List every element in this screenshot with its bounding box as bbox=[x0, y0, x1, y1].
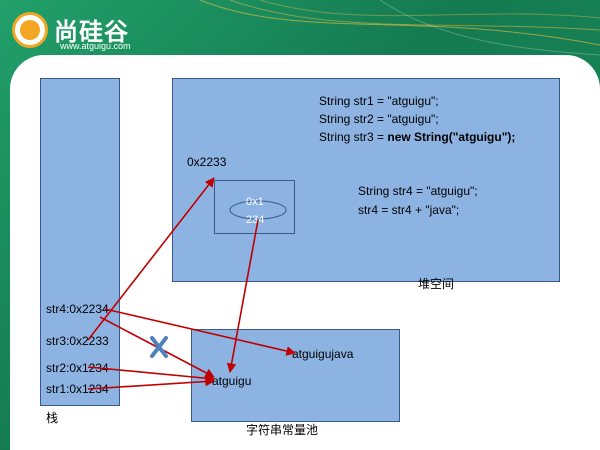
stack-box bbox=[40, 78, 120, 406]
stack-entry-str2: str2:0x1234 bbox=[46, 361, 109, 375]
arrow-str4-to-atguigujava bbox=[104, 308, 296, 356]
heap-code-line-3: String str3 = new String("atguigu"); bbox=[319, 130, 515, 144]
string-pool-caption: 字符串常量池 bbox=[246, 423, 319, 437]
heap-code-line-4: String str4 = "atguigu"; bbox=[358, 184, 478, 198]
stack-entry-str4: str4:0x2234 bbox=[46, 302, 109, 316]
stack-entry-str1: str1:0x1234 bbox=[46, 382, 109, 396]
heap-code-line-5: str4 = str4 + "java"; bbox=[358, 203, 460, 217]
brand-logo[interactable]: 尚硅谷 www.atguigu.com bbox=[12, 10, 162, 51]
logo-name: 尚硅谷 bbox=[54, 18, 129, 46]
heap-object-line-2: 234 bbox=[246, 214, 265, 226]
heap-object-line-1: 0x1 bbox=[246, 196, 264, 208]
arrow-str2-to-atguigu bbox=[87, 366, 215, 383]
pool-item-atguigu: atguigu bbox=[212, 374, 252, 388]
cross-mark-icon bbox=[150, 336, 168, 358]
string-pool-box bbox=[191, 329, 400, 422]
heap-caption: 堆空间 bbox=[418, 277, 455, 291]
pool-item-atguigujava: atguigujava bbox=[292, 347, 354, 361]
heap-address-label: 0x2233 bbox=[187, 155, 227, 169]
stack-caption: 栈 bbox=[46, 411, 59, 425]
heap-code-line-3-prefix: String str3 = bbox=[319, 130, 388, 144]
arrow-str1-to-atguigu bbox=[87, 376, 215, 390]
arrow-str3-to-heap-0x2233 bbox=[87, 177, 215, 341]
heap-code-line-1: String str1 = "atguigu"; bbox=[319, 94, 439, 108]
heap-code-line-2: String str2 = "atguigu"; bbox=[319, 112, 439, 126]
logo-badge-icon bbox=[12, 12, 48, 48]
header-decoration bbox=[199, 0, 600, 56]
stack-entry-str3: str3:0x2233 bbox=[46, 334, 109, 348]
heap-code-line-3-bold: new String("atguigu"); bbox=[387, 130, 516, 144]
logo-url: www.atguigu.com bbox=[60, 41, 131, 51]
arrow-heap-object-to-pool bbox=[226, 219, 259, 373]
